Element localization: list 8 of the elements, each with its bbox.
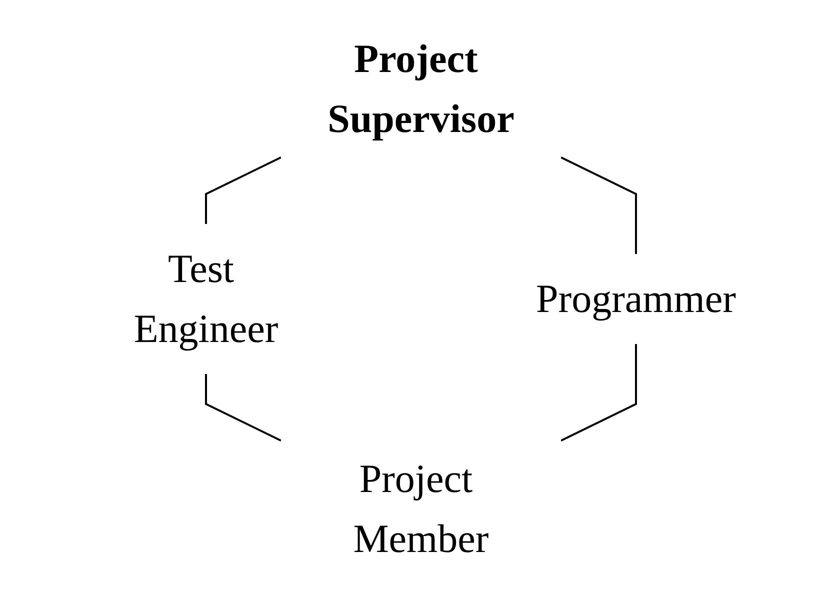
node-text: Programmer xyxy=(536,276,736,321)
connector xyxy=(205,156,282,224)
connector xyxy=(560,156,637,254)
connector xyxy=(560,344,637,442)
connector xyxy=(205,374,282,442)
node-text: Test Engineer xyxy=(134,246,278,351)
node-text: Project Supervisor xyxy=(328,36,514,141)
node-text: Project Member xyxy=(353,456,489,561)
